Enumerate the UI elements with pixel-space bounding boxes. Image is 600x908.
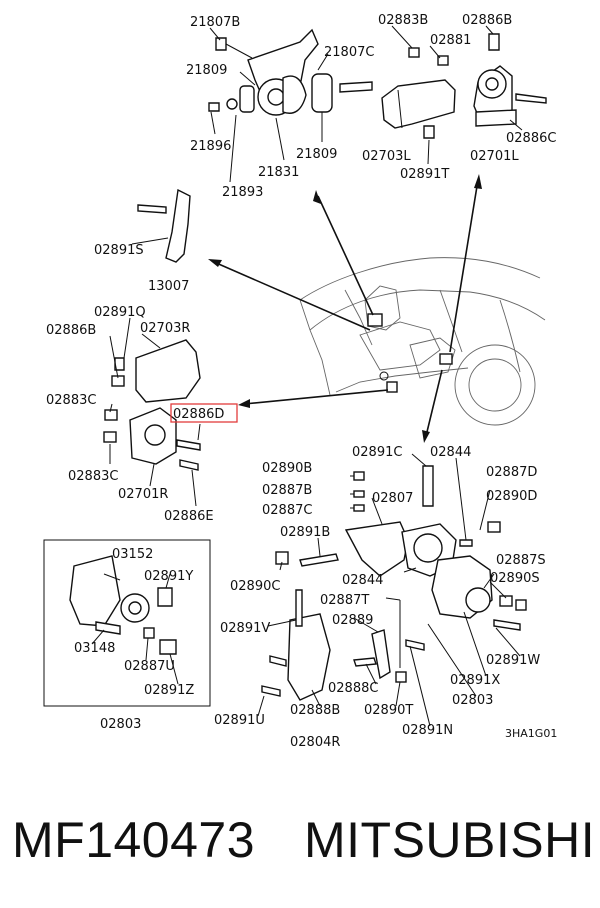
label-02844-a: 02844: [430, 445, 471, 460]
label-02891z: 02891Z: [144, 683, 194, 698]
label-02887s: 02887S: [496, 553, 546, 568]
label-21807b: 21807B: [190, 15, 240, 30]
part-labels: 21807B 02883B 02886B 21809 21807C 02881 …: [46, 13, 557, 750]
label-02886e: 02886E: [164, 509, 214, 524]
label-02886d: 02886D: [173, 407, 224, 422]
label-03152: 03152: [112, 547, 153, 562]
brand-name: MITSUBISHI: [304, 812, 596, 868]
highlight-box: [170, 403, 238, 423]
bracket-13007: [137, 188, 191, 263]
label-02888c: 02888C: [328, 681, 378, 696]
label-21809-a: 21809: [186, 63, 227, 78]
label-02803-a: 02803: [100, 717, 141, 732]
label-21893: 21893: [222, 185, 263, 200]
label-02887t: 02887T: [320, 593, 369, 608]
label-02890b: 02890B: [262, 461, 312, 476]
label-02844-b: 02844: [342, 573, 383, 588]
label-02703l: 02703L: [362, 149, 411, 164]
label-02883b: 02883B: [378, 13, 428, 28]
top-left-mount-group: [208, 28, 373, 116]
left-mount-group: [103, 339, 201, 471]
lower-right-assembly: [261, 465, 527, 701]
label-21896: 21896: [190, 139, 231, 154]
label-02807: 02807: [372, 491, 413, 506]
inset-02803: [43, 539, 211, 707]
diagram-canvas: 21807B 02883B 02886B 21809 21807C 02881 …: [43, 13, 557, 750]
mount-locations: [367, 313, 453, 393]
label-02883c-1: 02883C: [46, 393, 96, 408]
part-number: MF140473: [12, 812, 256, 868]
label-02887u: 02887U: [124, 659, 175, 674]
label-02803-b: 02803: [452, 693, 493, 708]
label-02890s: 02890S: [490, 571, 540, 586]
top-right-mount-group: [381, 33, 547, 139]
label-02891w: 02891W: [486, 653, 540, 668]
label-02891v: 02891V: [220, 621, 270, 636]
label-02891u: 02891U: [214, 713, 265, 728]
label-02891s: 02891S: [94, 243, 144, 258]
label-02890d: 02890D: [486, 489, 537, 504]
label-13007: 13007: [148, 279, 189, 294]
label-02887d: 02887D: [486, 465, 537, 480]
label-02701r: 02701R: [118, 487, 168, 502]
label-02891b: 02891B: [280, 525, 330, 540]
label-3ha1g01: 3HA1G01: [505, 727, 557, 740]
label-02883c-2: 02883C: [68, 469, 118, 484]
vehicle-outline: [299, 257, 546, 426]
label-02891q: 02891Q: [94, 305, 146, 320]
label-02886b-2: 02886B: [46, 323, 96, 338]
label-02890c: 02890C: [230, 579, 280, 594]
label-21831: 21831: [258, 165, 299, 180]
label-02891t: 02891T: [400, 167, 449, 182]
label-02886c: 02886C: [506, 131, 556, 146]
label-02890t: 02890T: [364, 703, 413, 718]
leader-lines: [91, 25, 523, 727]
label-03148: 03148: [74, 641, 115, 656]
label-02888b: 02888B: [290, 703, 340, 718]
label-02703r: 02703R: [140, 321, 190, 336]
label-02887b: 02887B: [262, 483, 312, 498]
label-02804r: 02804R: [290, 735, 340, 750]
label-02701l: 02701L: [470, 149, 519, 164]
label-02887c: 02887C: [262, 503, 312, 518]
label-21809-b: 21809: [296, 147, 337, 162]
label-02891y: 02891Y: [144, 569, 193, 584]
product-caption: MF140473 MITSUBISHI: [0, 800, 600, 880]
engine-mount-diagram: 21807B 02883B 02886B 21809 21807C 02881 …: [43, 13, 557, 750]
label-02891c: 02891C: [352, 445, 402, 460]
label-02891x: 02891X: [450, 673, 500, 688]
label-02881: 02881: [430, 33, 471, 48]
label-21807c: 21807C: [324, 45, 374, 60]
label-02891n: 02891N: [402, 723, 453, 738]
label-02886b: 02886B: [462, 13, 512, 28]
label-02889: 02889: [332, 613, 373, 628]
pointer-arrows: [208, 174, 482, 443]
